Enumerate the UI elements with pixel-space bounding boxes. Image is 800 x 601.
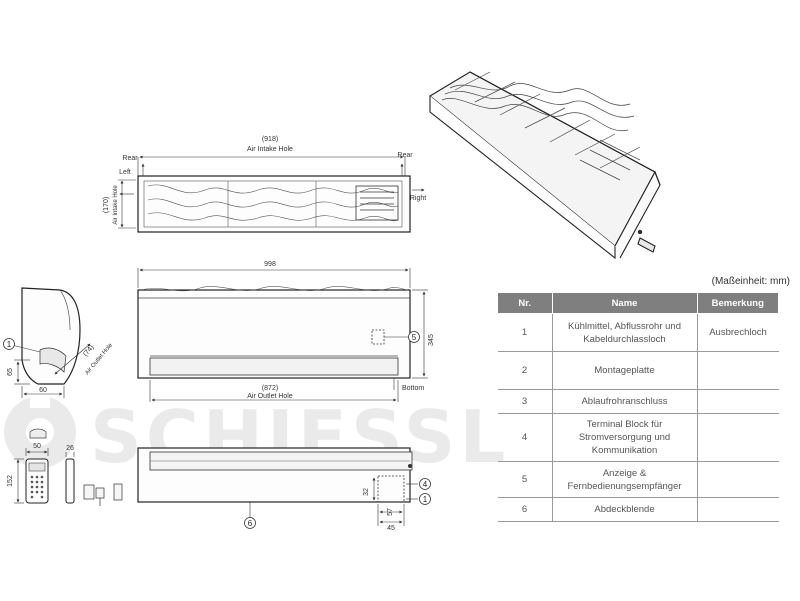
row-nr: 1 [497,313,553,352]
table-row: 5 Anzeige & Fernbedienungsempfänger [497,461,779,498]
bottom-callout-1: 1 [423,495,428,504]
row-remark [697,413,779,462]
unit-perspective-view [429,71,661,260]
top-right: Right [410,195,426,202]
side-view: 1 65 60 (74) Air Outlet Hole [3,287,114,398]
bottom-dim-57: 57 [387,508,394,516]
front-bottom-label: Bottom [402,385,424,392]
row-nr: 6 [497,497,553,522]
row-remark [697,461,779,498]
top-rear-left: Rear [122,155,138,162]
table-row: 2 Montageplatte [497,351,779,390]
table-row: 3 Ablaufrohranschluss [497,389,779,414]
row-name: Anzeige & Fernbedienungsempfänger [552,461,698,498]
front-outlet-dim: (872) [262,385,278,392]
row-nr: 3 [497,389,553,414]
row-name: Kühlmittel, Abflussrohr und Kabeldurchla… [552,313,698,352]
row-remark: Ausbrechloch [697,313,779,352]
bottom-view: 4 1 6 32 57 45 [137,447,431,532]
front-height-dim: 345 [428,334,435,346]
bottom-dim-45: 45 [387,525,395,532]
row-remark [697,497,779,522]
unit-note: (Maßeinheit: mm) [711,276,790,287]
bottom-dim-32: 32 [363,488,370,496]
top-rear-right: Rear [397,152,413,159]
row-nr: 4 [497,413,553,462]
row-remark [697,351,779,390]
row-name: Ablaufrohranschluss [552,389,698,414]
row-nr: 5 [497,461,553,498]
parts-table-header: Nr. Name Bemerkung [497,292,779,314]
side-dim-74: (74) [82,344,95,358]
header-remark: Bemerkung [696,292,779,314]
top-left: Left [119,169,131,176]
side-dim-65: 65 [7,368,14,376]
bottom-callout-6: 6 [248,519,253,528]
header-name: Name [551,292,698,314]
top-width-label: Air Intake Hole [247,146,293,153]
remote-control: 50 152 26 [7,428,123,506]
row-nr: 2 [497,351,553,390]
table-row: 1 Kühlmittel, Abflussrohr und Kabeldurch… [497,313,779,352]
row-name: Montageplatte [552,351,698,390]
front-callout-5: 5 [412,333,417,342]
row-name: Abdeckblende [552,497,698,522]
row-remark [697,389,779,414]
front-width-dim: 998 [264,261,276,268]
top-width-dim: (918) [262,136,278,143]
remote-holder [83,483,123,506]
top-height-label: Air Intake Hole [113,185,119,225]
bottom-callout-4: 4 [423,480,428,489]
table-row: 6 Abdeckblende [497,497,779,522]
top-height-dim: (170) [103,197,110,213]
side-callout-1: 1 [7,340,12,349]
table-row: 4 Terminal Block für Stromversorgung und… [497,413,779,462]
top-view: (918) Air Intake Hole Rear Rear Left Rig… [103,136,426,233]
header-nr: Nr. [497,292,553,314]
parts-table: Nr. Name Bemerkung 1 Kühlmittel, Abfluss… [497,292,779,522]
remote-width-dim: 50 [33,443,41,450]
side-dim-60: 60 [39,387,47,394]
row-name: Terminal Block für Stromversorgung und K… [552,413,698,462]
remote-depth-dim: 26 [66,445,74,452]
remote-height-dim: 152 [7,475,14,487]
front-view: 5 998 345 (872) Air Outlet Hole Bottom [137,261,435,402]
front-outlet-label: Air Outlet Hole [247,393,293,400]
